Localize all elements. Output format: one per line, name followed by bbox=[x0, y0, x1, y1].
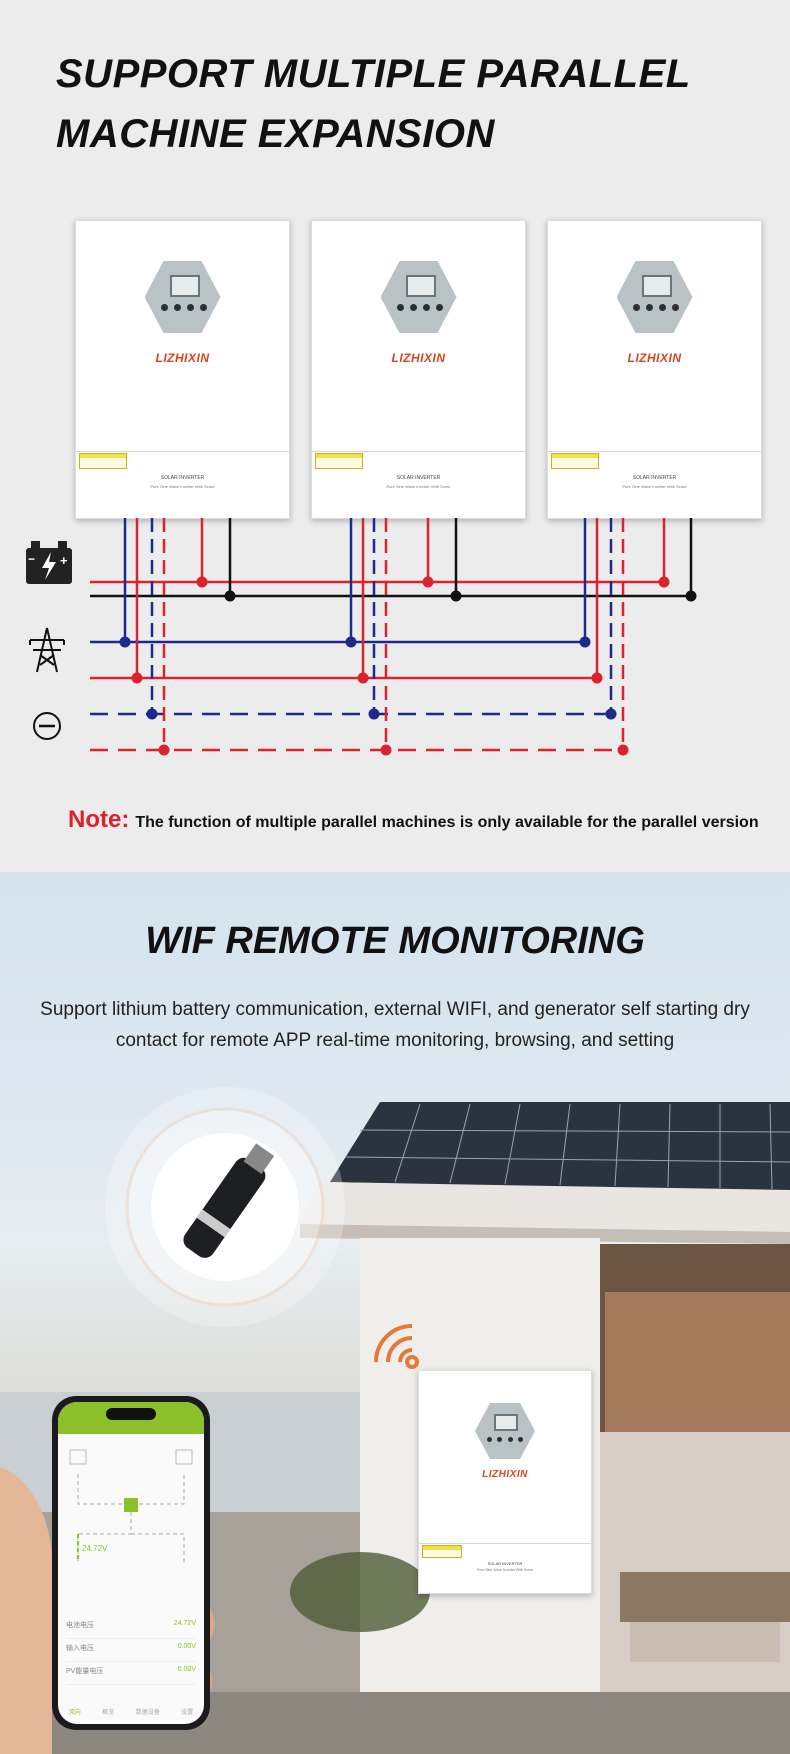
display-panel bbox=[616, 261, 693, 333]
dynamic-island bbox=[106, 1408, 156, 1420]
monitoring-subtitle: Support lithium battery communication, e… bbox=[40, 999, 750, 1051]
caution-label bbox=[79, 453, 127, 469]
display-panel bbox=[475, 1403, 535, 1459]
caution-label bbox=[315, 453, 363, 469]
caution-label bbox=[551, 453, 599, 469]
inverter-sublabel: Pure Sine Wave Inverter With Scree bbox=[476, 1568, 534, 1572]
row-value: 0.00V bbox=[177, 1666, 196, 1673]
display-panel bbox=[144, 261, 221, 333]
brand-logo: LIZHIXIN bbox=[482, 1469, 528, 1480]
row-value: 24.72V bbox=[173, 1620, 196, 1627]
tab-devices[interactable]: 数据设备 bbox=[135, 1710, 160, 1716]
inverter-unit-3: LIZHIXIN SOLAR INVERTER Pure Sine Wave I… bbox=[547, 220, 762, 519]
brand-logo: LIZHIXIN bbox=[627, 351, 682, 365]
power-tower-icon bbox=[29, 627, 65, 673]
inverter-unit-2: LIZHIXIN SOLAR INVERTER Pure Sine Wave I… bbox=[311, 220, 526, 519]
inverter-unit-1: LIZHIXIN SOLAR INVERTER Pure Sine Wave I… bbox=[75, 220, 290, 519]
wifi-dongle-bubble bbox=[105, 1087, 345, 1327]
parallel-section: SUPPORT MULTIPLE PARALLEL MACHINE EXPANS… bbox=[0, 0, 790, 872]
inverter-sublabel: Pure Sine Wave Inverter With Scree bbox=[622, 484, 687, 489]
svg-text:+: + bbox=[60, 553, 68, 568]
section-title-line2: MACHINE EXPANSION bbox=[56, 112, 495, 156]
row-label: 电池电压 bbox=[66, 1622, 94, 1629]
tab-settings[interactable]: 设置 bbox=[181, 1710, 194, 1716]
wall-inverter: LIZHIXIN SOLAR INVERTER Pure Sine Wave I… bbox=[418, 1370, 592, 1594]
note-label: Note: bbox=[68, 806, 130, 833]
inverter-sublabel: Pure Sine Wave Inverter With Scree bbox=[150, 484, 215, 489]
inverter-label: SOLAR INVERTER bbox=[396, 475, 441, 481]
phone-voltage-label: 24.72V bbox=[82, 1544, 108, 1553]
minus-circle-icon bbox=[33, 712, 61, 740]
battery-icon: − + bbox=[26, 541, 72, 584]
caution-label bbox=[422, 1545, 462, 1558]
svg-text:−: − bbox=[28, 552, 35, 566]
row-label: PV能量电压 bbox=[66, 1668, 104, 1675]
note: Note: The function of multiple parallel m… bbox=[68, 806, 759, 834]
wifi-dongle-icon bbox=[183, 1143, 275, 1258]
brand-logo: LIZHIXIN bbox=[155, 351, 210, 365]
row-label: 输入电压 bbox=[66, 1645, 94, 1652]
phone-tabbar: 流向 概览 数据设备 设置 bbox=[58, 1707, 204, 1716]
phone-row: PV能量电压 0.00V bbox=[66, 1662, 196, 1685]
phone-row: 电池电压 24.72V bbox=[66, 1616, 196, 1639]
phone-data-list: 电池电压 24.72V 输入电压 0.00V PV能量电压 0.00V bbox=[66, 1616, 196, 1685]
wifi-signal-icon bbox=[374, 1324, 419, 1369]
inverter-label: SOLAR INVERTER bbox=[487, 1561, 523, 1566]
inverter-label: SOLAR INVERTER bbox=[160, 475, 205, 481]
monitoring-title: WIF REMOTE MONITORING bbox=[145, 920, 645, 962]
brand-logo: LIZHIXIN bbox=[391, 351, 446, 365]
row-value: 0.00V bbox=[177, 1643, 196, 1650]
note-text: The function of multiple parallel machin… bbox=[135, 814, 759, 831]
inverter-label: SOLAR INVERTER bbox=[632, 475, 677, 481]
section-title-line1: SUPPORT MULTIPLE PARALLEL bbox=[56, 52, 691, 96]
energy-flow-diagram bbox=[69, 1449, 193, 1564]
tab-overview[interactable]: 概览 bbox=[102, 1710, 115, 1716]
tab-flow[interactable]: 流向 bbox=[68, 1710, 81, 1716]
parallel-wiring-diagram: − + bbox=[26, 518, 697, 756]
inverter-sublabel: Pure Sine Wave Inverter With Scree bbox=[386, 484, 451, 489]
phone-row: 输入电压 0.00V bbox=[66, 1639, 196, 1662]
monitoring-section: WIF REMOTE MONITORING Support lithium ba… bbox=[0, 872, 790, 1754]
